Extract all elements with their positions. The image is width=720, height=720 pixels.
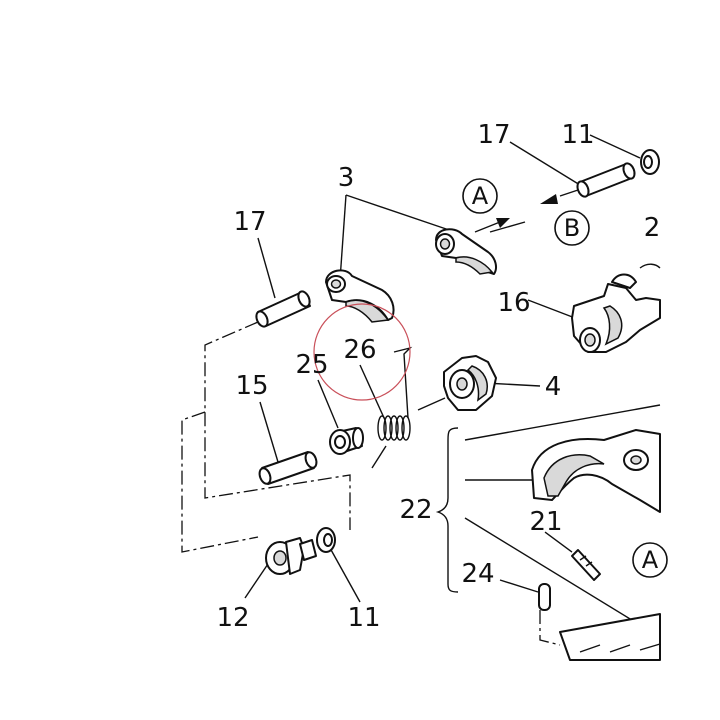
- highlight-circle: [313, 303, 411, 401]
- label-16: 16: [497, 288, 530, 318]
- part-labels: 3 17 17 11 2 16 26 25 4 15 22 21 24 12 1…: [216, 120, 660, 633]
- label-17-top: 17: [477, 120, 510, 150]
- spring-part-26: [371, 346, 413, 469]
- assembly-lines: [181, 321, 561, 646]
- callout-b-top: B: [554, 210, 590, 246]
- callout-a-right: A: [632, 542, 668, 578]
- svg-text:A: A: [642, 546, 659, 574]
- callout-a-top: A: [462, 178, 498, 214]
- rocker-arm-part-3-left: [325, 269, 395, 323]
- label-11-bottom: 11: [347, 603, 380, 633]
- label-2-partial: 2: [644, 213, 661, 243]
- svg-text:B: B: [564, 214, 580, 242]
- pin-part-17-left: [255, 290, 311, 328]
- housing-part-22: [531, 429, 661, 661]
- washer-part-11-bottom: [316, 527, 336, 553]
- label-26: 26: [343, 335, 376, 365]
- direction-arrows: [474, 189, 579, 233]
- label-22: 22: [399, 495, 432, 525]
- pin-part-15: [258, 451, 318, 485]
- washer-part-11-top: [640, 149, 660, 175]
- label-11-top: 11: [561, 120, 594, 150]
- rocker-arm-part-3-right: [435, 228, 497, 275]
- lever-part-4: [443, 355, 497, 411]
- bushing-part-25: [329, 427, 364, 455]
- bracket-part-16: [571, 263, 661, 353]
- label-21: 21: [529, 507, 562, 537]
- label-12: 12: [216, 603, 249, 633]
- bolt-part-12: [265, 537, 317, 575]
- pin-part-17-top: [576, 162, 636, 198]
- pin-part-21: [571, 549, 601, 581]
- label-24: 24: [461, 559, 494, 589]
- label-15: 15: [235, 371, 268, 401]
- label-25: 25: [295, 350, 328, 380]
- brace-part-22: [435, 427, 459, 593]
- label-4: 4: [545, 372, 562, 402]
- svg-text:A: A: [472, 182, 489, 210]
- label-3: 3: [338, 163, 355, 193]
- dowel-part-24: [538, 583, 551, 611]
- label-17-left: 17: [233, 207, 266, 237]
